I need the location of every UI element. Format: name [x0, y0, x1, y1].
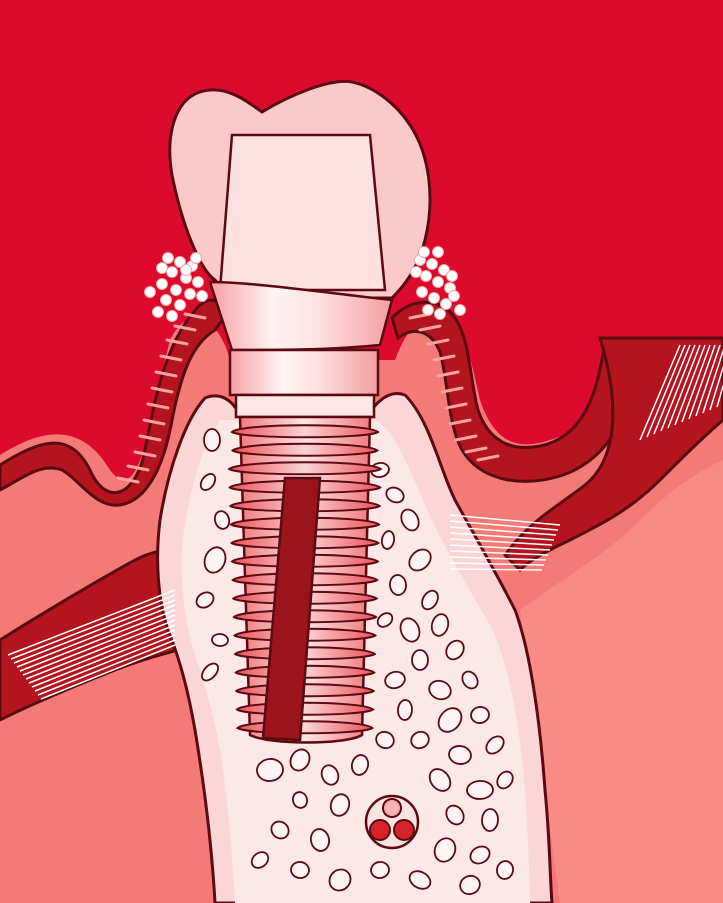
- nerve-canal: [366, 796, 418, 848]
- gum-bubble: [175, 300, 186, 311]
- gum-bubble: [181, 265, 192, 276]
- implant-thread: [232, 425, 378, 437]
- implant-platform: [236, 395, 374, 417]
- gum-bubble: [429, 293, 440, 304]
- gum-bubble: [417, 287, 428, 298]
- bone-pore: [204, 429, 220, 451]
- gum-bubble: [433, 277, 444, 288]
- gum-bubble: [157, 279, 168, 290]
- bone-pore: [481, 809, 498, 832]
- bone-pore: [397, 700, 412, 721]
- gum-bubble: [197, 291, 208, 302]
- gum-bubble: [449, 291, 460, 302]
- implant-collar: [230, 350, 378, 395]
- gum-bubble: [191, 253, 202, 264]
- gum-bubble: [193, 277, 204, 288]
- gum-bubble: [423, 305, 434, 316]
- gum-bubble: [421, 271, 432, 282]
- implant-thread: [233, 444, 378, 456]
- gum-bubble: [161, 295, 172, 306]
- gum-bubble: [419, 247, 430, 258]
- bone-pore: [212, 633, 229, 646]
- gum-bubble: [411, 267, 422, 278]
- abutment: [220, 135, 385, 290]
- gum-bubble: [427, 259, 438, 270]
- implant-thread: [229, 462, 381, 474]
- bone-pore: [412, 650, 428, 670]
- gum-bubble: [145, 287, 156, 298]
- gum-bubble: [455, 305, 466, 316]
- bone-pore: [467, 781, 494, 800]
- gum-bubble: [185, 289, 196, 300]
- gum-bubble: [447, 271, 458, 282]
- fiber-line-right: [450, 569, 542, 570]
- gum-bubble: [171, 285, 182, 296]
- gum-bubble: [167, 311, 178, 322]
- gum-bubble: [433, 247, 444, 258]
- gum-bubble: [153, 307, 164, 318]
- implant-thread: [238, 721, 373, 733]
- gum-bubble: [167, 267, 178, 278]
- gum-bubble: [163, 253, 174, 264]
- gum-bubble: [435, 309, 446, 320]
- implant-thread: [237, 703, 373, 715]
- gum-bubble: [157, 263, 168, 274]
